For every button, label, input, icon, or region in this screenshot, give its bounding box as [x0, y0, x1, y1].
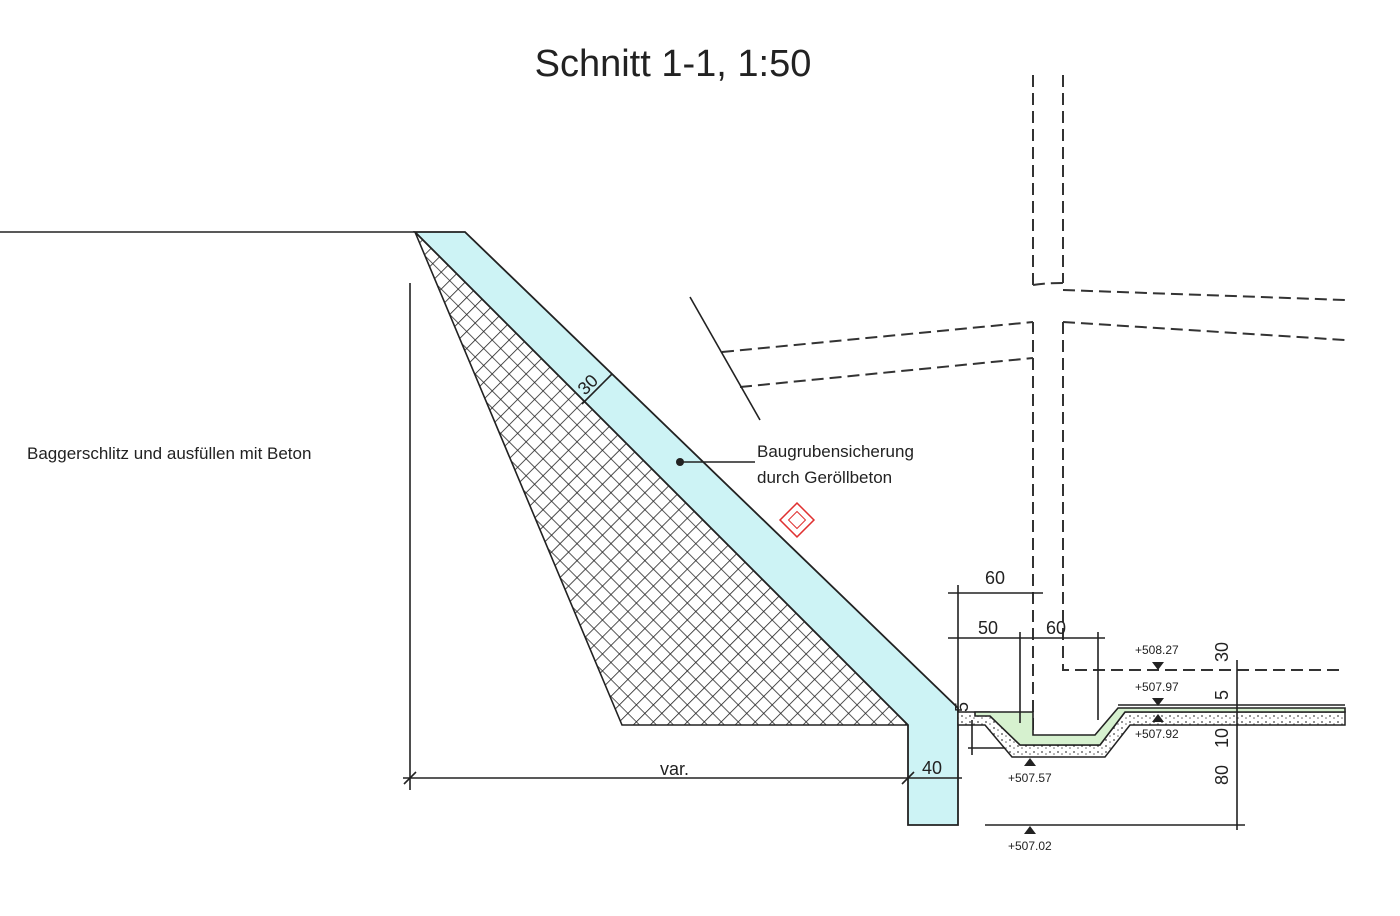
level-507-92: +507.92 — [1135, 727, 1179, 741]
dim-60: 60 — [1046, 618, 1066, 638]
dim-top-60: 60 — [985, 568, 1005, 588]
level-507-02: +507.02 — [1008, 839, 1052, 853]
dim-v-10: 10 — [1212, 728, 1232, 748]
slab-dashed — [721, 282, 1346, 388]
level-507-57: +507.57 — [1008, 771, 1052, 785]
leader-line-slab — [689, 296, 761, 421]
slope-thickness-dim — [581, 373, 613, 405]
dim-v-30: 30 — [1212, 642, 1232, 662]
callout-line1: Baugrubensicherung — [757, 442, 914, 461]
dim-50: 50 — [978, 618, 998, 638]
level-507-97: +507.97 — [1135, 680, 1179, 694]
section-stamp-icon — [778, 501, 816, 539]
dim-v-80: 80 — [1212, 765, 1232, 785]
level-508-27: +508.27 — [1135, 643, 1179, 657]
building-wall-dashed — [1032, 75, 1345, 735]
dim-5-left: 5 — [952, 702, 972, 712]
callout-line2: durch Geröllbeton — [757, 468, 892, 487]
level-marker-icon — [1024, 826, 1036, 834]
drawing-title: Schnitt 1-1, 1:50 — [535, 43, 812, 85]
detail-dimension-lines — [948, 585, 1245, 830]
level-marker-icon — [1152, 662, 1164, 670]
dim-tick — [403, 771, 417, 785]
post-width-label: 40 — [922, 758, 942, 778]
level-marker-icon — [1152, 714, 1164, 722]
level-marker-icon — [1152, 698, 1164, 706]
dim-tick — [901, 771, 915, 785]
dim-v-5: 5 — [1212, 690, 1232, 700]
channel-fill — [974, 707, 1346, 746]
left-note: Baggerschlitz und ausfüllen mit Beton — [27, 444, 311, 463]
var-label: var. — [660, 759, 689, 779]
concrete-slope-wall — [412, 231, 959, 826]
level-marker-icon — [1024, 758, 1036, 766]
